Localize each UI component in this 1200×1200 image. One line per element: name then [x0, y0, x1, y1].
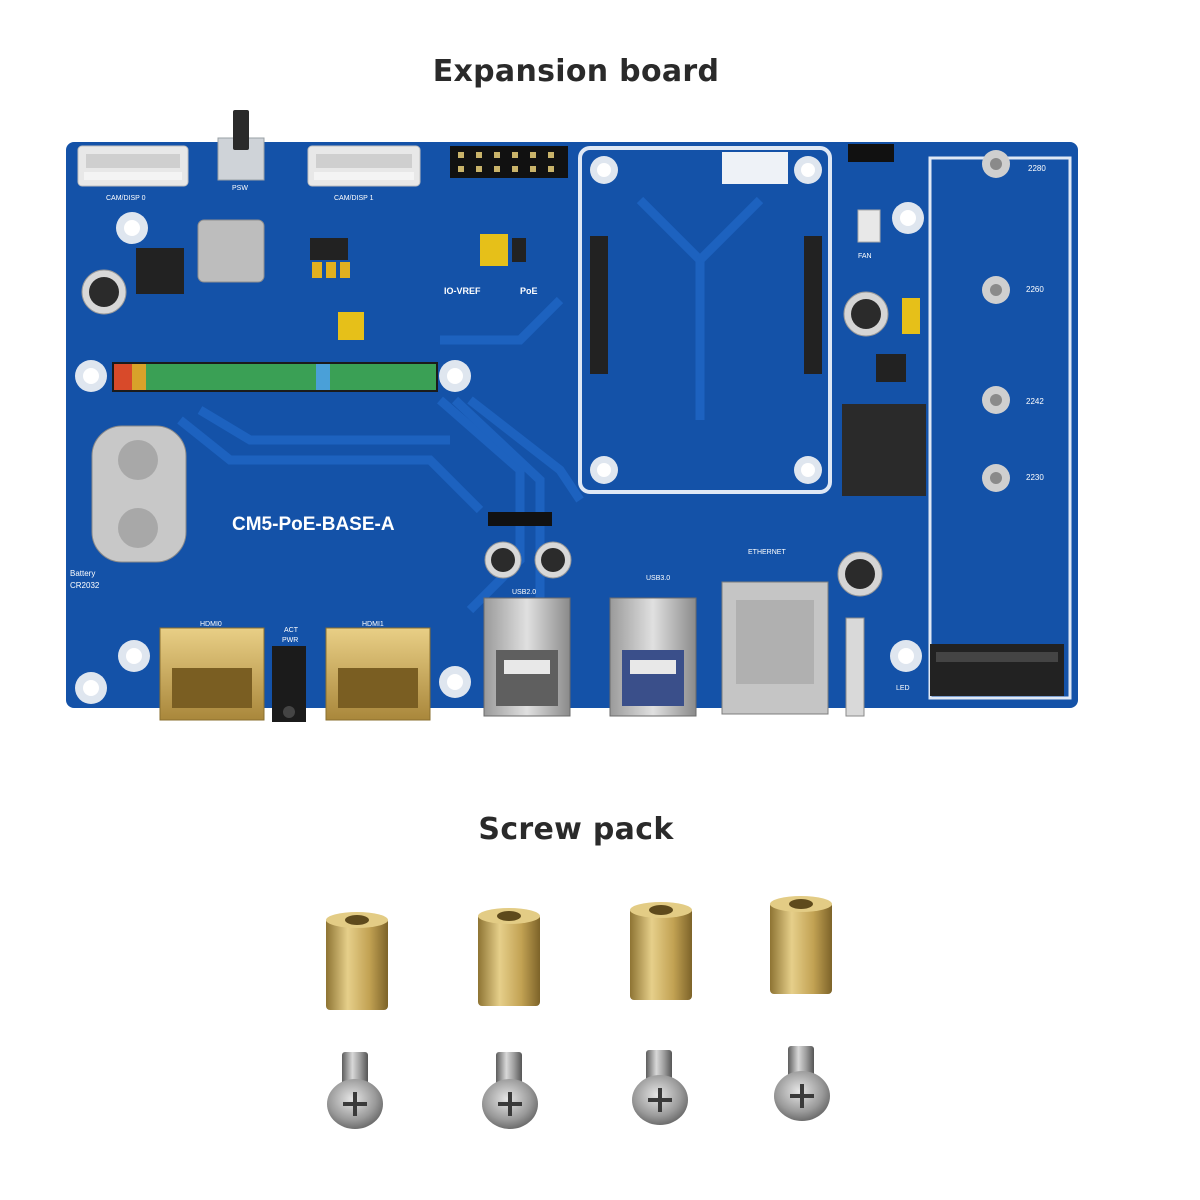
brass-standoff: [770, 896, 832, 994]
power-jack-pin: [845, 617, 865, 717]
hdmi0-port: [159, 627, 265, 721]
pcb-traces: [177, 196, 764, 614]
fan-connector: [857, 209, 881, 243]
pwr-button-label: PSW: [232, 185, 248, 192]
mounting-holes: [75, 202, 924, 704]
led-label: LED: [896, 685, 910, 692]
ethernet-port: [721, 581, 829, 715]
steel-screw: [482, 1052, 538, 1129]
steel-screw: [632, 1050, 688, 1125]
expansion-board: CAM/DISP 0 CAM/DISP 1 PSW: [66, 110, 1078, 708]
m2-2280-label: 2280: [1028, 164, 1046, 173]
cam0-label: CAM/DISP 0: [106, 195, 146, 202]
cam1-label: CAM/DISP 1: [334, 195, 374, 202]
pwr-led-label: PWR: [282, 637, 298, 644]
chip-u1: [136, 248, 184, 294]
usb20-port: [483, 597, 571, 717]
poe-jumper: [512, 238, 526, 262]
brass-standoff: [478, 908, 540, 1006]
brass-standoff: [326, 912, 388, 1010]
inductor: [197, 219, 265, 283]
ethernet-label: ETHERNET: [748, 549, 786, 556]
chip-u2: [310, 238, 348, 260]
jumper-pads-1: [312, 262, 350, 278]
three-pin-header: [848, 144, 894, 162]
m2-2242-label: 2242: [1026, 397, 1044, 406]
hdmi1-port: [325, 627, 431, 721]
cam-disp-0-connector: [77, 145, 189, 187]
screw-pack: [326, 896, 832, 1129]
poe-label: PoE: [520, 286, 538, 296]
usb30-port: [609, 597, 697, 717]
io-vref-label: IO-VREF: [444, 286, 481, 296]
battery-model-label: CR2032: [70, 581, 100, 590]
steel-screw: [774, 1046, 830, 1121]
act-label: ACT: [284, 627, 299, 634]
cam-disp-1-connector: [307, 145, 421, 187]
expansion-board-heading: Expansion board: [432, 54, 720, 89]
usb30-label: USB3.0: [646, 575, 670, 582]
pin-header: [450, 146, 568, 178]
battery-label: Battery: [70, 569, 95, 578]
cm5-module-area: [578, 146, 832, 494]
steel-screw: [327, 1052, 383, 1129]
m2-2260-label: 2260: [1026, 285, 1044, 294]
m2-slot-area: [928, 150, 1072, 700]
audio-jack: [272, 646, 306, 722]
chip-u3: [876, 354, 906, 382]
usb20-label: USB2.0: [512, 589, 536, 596]
jumper-yellow-1: [338, 312, 364, 340]
hdmi1-label: HDMI1: [362, 621, 384, 628]
fan-label: FAN: [858, 253, 872, 260]
power-button: [217, 110, 265, 181]
io-vref-jumper: [480, 234, 508, 266]
hdmi0-label: HDMI0: [200, 621, 222, 628]
battery-holder: [91, 425, 187, 563]
jumper-yellow-2: [902, 298, 920, 334]
brass-standoff: [630, 902, 692, 1000]
pcb-substrate: [66, 142, 1078, 708]
gpio-header-strip: [112, 362, 438, 392]
four-pin-header: [488, 512, 552, 526]
flash-chip: [842, 404, 926, 496]
board-model-label: CM5-PoE-BASE-A: [232, 514, 395, 535]
screw-pack-heading: Screw pack: [478, 812, 674, 847]
m2-2230-label: 2230: [1026, 473, 1044, 482]
